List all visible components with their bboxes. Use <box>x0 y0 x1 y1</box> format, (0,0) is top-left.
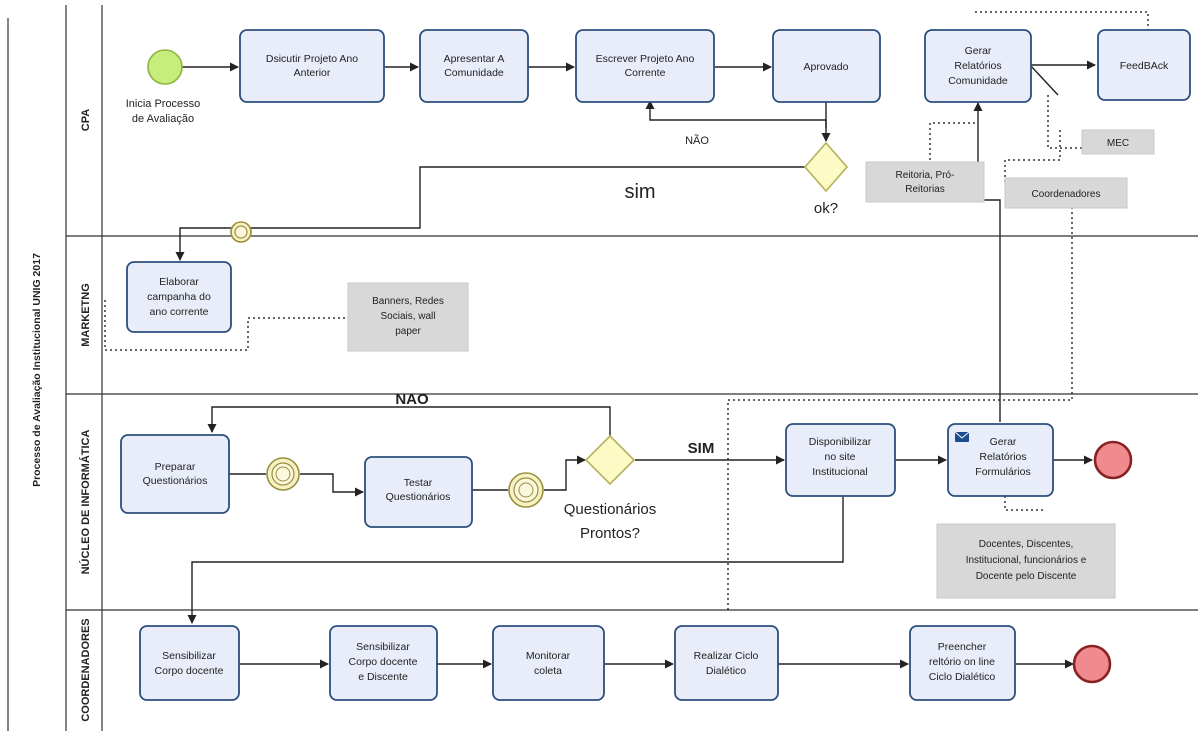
gateway-ok-label: ok? <box>814 200 838 217</box>
task-testar[interactable]: Testar Questionários <box>364 456 473 528</box>
annotation-reitoria: Reitoria, Pró- Reitorias <box>865 161 985 203</box>
task-gerar-relatorios-formularios[interactable]: Gerar Relatórios Formulários <box>947 423 1054 497</box>
svg-text:paper: paper <box>395 326 421 337</box>
lane-label-marketing: MARKETNG <box>80 283 92 347</box>
gateway-ok[interactable] <box>803 141 849 193</box>
lane-label-coordenadores: COORDENADORES <box>80 618 92 721</box>
gateway-prontos-yes-label: SIM <box>688 440 715 457</box>
svg-text:reltório on line: reltório on line <box>929 656 995 668</box>
svg-text:FeedBAck: FeedBAck <box>1120 60 1169 72</box>
svg-text:Relatórios: Relatórios <box>954 60 1001 72</box>
task-monitorar[interactable]: Monitorar coleta <box>492 625 605 701</box>
task-aprovado[interactable]: Aprovado <box>772 29 881 103</box>
timer-event-2 <box>508 472 544 508</box>
gateway-prontos[interactable] <box>584 434 636 486</box>
svg-text:Gerar: Gerar <box>965 45 992 57</box>
sequence-flows <box>175 60 1096 669</box>
svg-text:e Discente: e Discente <box>358 671 408 683</box>
svg-text:Corpo docente: Corpo docente <box>155 665 224 677</box>
svg-text:Dialético: Dialético <box>706 665 746 677</box>
annotation-banners: Banners, Redes Sociais, wall paper <box>347 282 469 352</box>
end-event-coordenadores[interactable] <box>1072 644 1112 684</box>
svg-text:Reitorias: Reitorias <box>905 184 944 195</box>
svg-text:Questionários: Questionários <box>143 475 208 487</box>
svg-text:Ciclo Dialético: Ciclo Dialético <box>929 671 996 683</box>
task-preencher[interactable]: Preencher reltório on line Ciclo Dialéti… <box>909 625 1016 701</box>
svg-text:Preencher: Preencher <box>938 641 987 653</box>
svg-text:Sensibilizar: Sensibilizar <box>356 641 410 653</box>
gateway-prontos-no-label: NAO <box>395 391 429 408</box>
gateway-prontos-label-2: Prontos? <box>580 525 640 542</box>
svg-text:Comunidade: Comunidade <box>948 75 1008 87</box>
task-sensibilizar-docente-discente[interactable]: Sensibilizar Corpo docente e Discente <box>329 625 438 701</box>
svg-text:Disponibilizar: Disponibilizar <box>809 436 872 448</box>
gateway-prontos-label-1: Questionários <box>564 501 657 518</box>
svg-text:Escrever Projeto Ano: Escrever Projeto Ano <box>596 53 695 65</box>
start-event[interactable] <box>147 49 183 85</box>
svg-text:MEC: MEC <box>1107 138 1129 149</box>
task-preparar[interactable]: Preparar Questionários <box>120 434 230 514</box>
start-event-label-1: Inicia Processo <box>126 98 201 110</box>
task-feedback[interactable]: FeedBAck <box>1097 29 1191 101</box>
lane-label-cpa: CPA <box>80 109 92 131</box>
task-sensibilizar-docente[interactable]: Sensibilizar Corpo docente <box>139 625 240 701</box>
svg-text:Realizar Ciclo: Realizar Ciclo <box>694 650 759 662</box>
gateway-ok-yes-label: sim <box>624 181 655 203</box>
pool-frame <box>7 5 1198 731</box>
task-disponibilizar[interactable]: Disponibilizar no site Institucional <box>785 423 896 497</box>
lane-label-nucleo: NÚCLEO DE INFORMÁTICA <box>79 430 92 575</box>
annotation-docentes: Docentes, Discentes, Institucional, func… <box>936 523 1116 599</box>
svg-text:Dsicutir Projeto Ano: Dsicutir Projeto Ano <box>266 53 358 65</box>
svg-text:Institucional, funcionários e: Institucional, funcionários e <box>966 555 1087 566</box>
svg-text:Questionários: Questionários <box>386 491 451 503</box>
intermediate-event-cpa <box>230 221 252 243</box>
svg-text:no site: no site <box>825 451 856 463</box>
svg-text:Preparar: Preparar <box>155 461 196 473</box>
pool-title: Processo de Avaliação Institucional UNIG… <box>31 253 43 487</box>
svg-text:ano corrente: ano corrente <box>150 306 209 318</box>
svg-text:Corrente: Corrente <box>625 67 666 79</box>
svg-text:coleta: coleta <box>534 665 562 677</box>
gateway-ok-no-label: NÃO <box>685 134 709 147</box>
svg-text:Gerar: Gerar <box>990 436 1017 448</box>
task-elaborar[interactable]: Elaborar campanha do ano corrente <box>126 261 232 333</box>
svg-text:Monitorar: Monitorar <box>526 650 571 662</box>
start-event-label-2: de Avaliação <box>132 113 194 125</box>
svg-text:Corpo docente: Corpo docente <box>349 656 418 668</box>
svg-text:Relatórios: Relatórios <box>979 451 1026 463</box>
svg-text:Anterior: Anterior <box>294 67 331 79</box>
svg-text:Testar: Testar <box>404 477 433 489</box>
svg-text:Docente pelo Discente: Docente pelo Discente <box>976 571 1077 582</box>
svg-text:Sociais, wall: Sociais, wall <box>380 311 435 322</box>
svg-text:Comunidade: Comunidade <box>444 67 504 79</box>
timer-event-1 <box>266 457 300 491</box>
svg-text:Coordenadores: Coordenadores <box>1032 189 1101 200</box>
svg-text:Banners, Redes: Banners, Redes <box>372 296 444 307</box>
task-apresentar[interactable]: Apresentar A Comunidade <box>419 29 529 103</box>
svg-text:Apresentar A: Apresentar A <box>444 53 505 65</box>
svg-text:Docentes, Discentes,: Docentes, Discentes, <box>979 539 1074 550</box>
svg-text:Formulários: Formulários <box>975 466 1030 478</box>
task-realizar[interactable]: Realizar Ciclo Dialético <box>674 625 779 701</box>
task-gerar-relatorios-comunidade[interactable]: Gerar Relatórios Comunidade <box>924 29 1032 103</box>
svg-text:Aprovado: Aprovado <box>804 61 849 73</box>
svg-text:Sensibilizar: Sensibilizar <box>162 650 216 662</box>
task-escrever[interactable]: Escrever Projeto Ano Corrente <box>575 29 715 103</box>
svg-text:Reitoria, Pró-: Reitoria, Pró- <box>896 170 955 181</box>
association-lines <box>104 11 1149 610</box>
svg-text:campanha do: campanha do <box>147 291 211 303</box>
annotation-mec: MEC <box>1081 129 1155 155</box>
end-event-nucleo[interactable] <box>1093 440 1133 480</box>
svg-text:Institucional: Institucional <box>812 466 867 478</box>
task-discutir[interactable]: Dsicutir Projeto Ano Anterior <box>239 29 385 103</box>
annotation-coordenadores: Coordenadores <box>1004 177 1128 209</box>
svg-text:Elaborar: Elaborar <box>159 276 199 288</box>
